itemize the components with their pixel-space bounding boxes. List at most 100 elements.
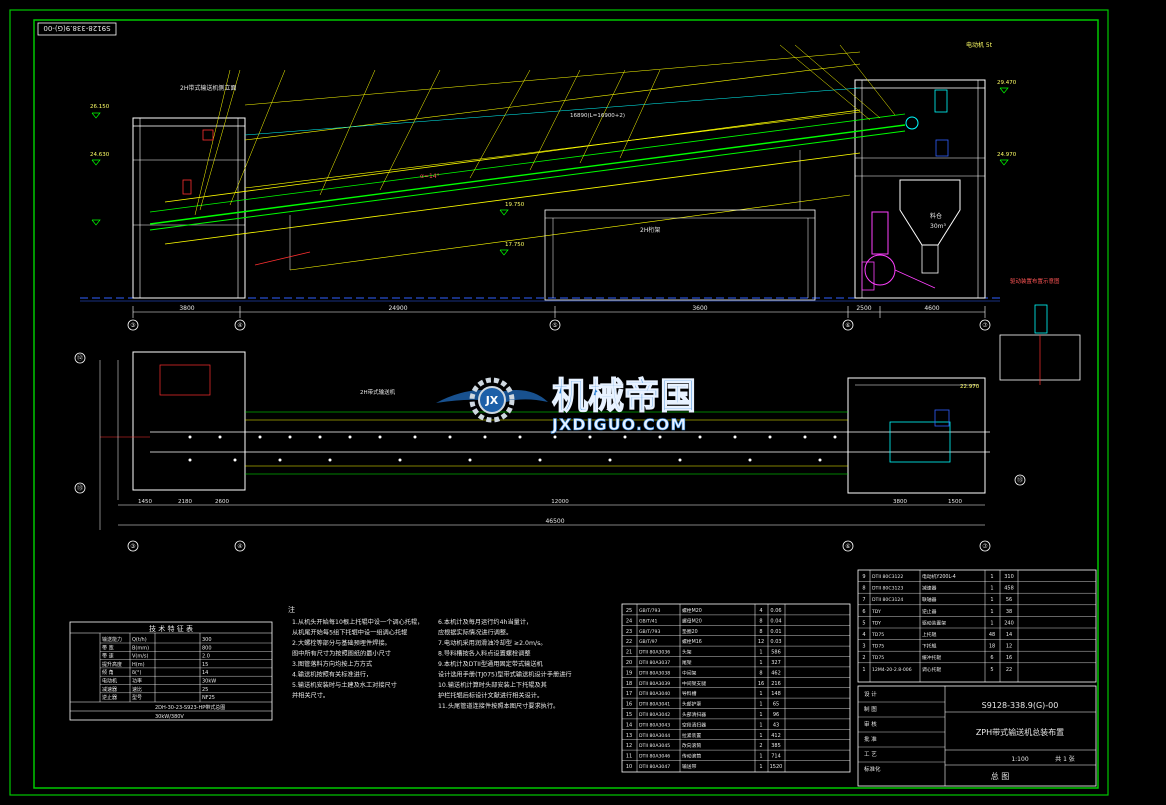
note-line: 设计选用手册(TJ075)型带式输送机设计手册进行 — [438, 671, 572, 679]
head-pulley — [905, 116, 919, 130]
tail-tower — [132, 117, 246, 299]
part-weight: 0.04 — [770, 618, 781, 624]
head-gear — [935, 139, 949, 157]
watermark-en: JXDIGUO.COM — [551, 415, 687, 434]
part-weight: 714 — [771, 754, 781, 760]
part-name: 逆止器 — [922, 608, 937, 615]
part-weight: 56 — [1006, 597, 1012, 603]
elev-top-label: 26.150 — [90, 104, 110, 110]
tech-row-name: 带 宽 — [102, 644, 114, 651]
part-qty: 1 — [759, 712, 762, 718]
side-view-label: 2H带式输送机侧立面 — [180, 84, 236, 92]
note-line: 4.输送机按照有关标准进行， — [292, 671, 372, 679]
axis-7-top: ⑦ — [982, 322, 988, 329]
tech-row-value: NF25 — [202, 695, 215, 701]
part-name: 头部护罩 — [682, 701, 701, 708]
part-qty: 6 — [990, 655, 993, 661]
title-code: S9128-338.9(G)-00 — [982, 701, 1059, 710]
dim-top-4: 2500 — [856, 305, 871, 312]
part-qty: 8 — [759, 618, 762, 624]
part-number: 10 — [626, 764, 632, 770]
tech-row-value: 800 — [202, 645, 212, 651]
part-weight: 12 — [1006, 644, 1012, 650]
note-line: 从机尾开始每5组下托辊中设一组调心托辊 — [292, 629, 407, 637]
tech-row-name: 减速器 — [102, 686, 117, 693]
gallery-floor — [289, 194, 851, 271]
part-qty: 1 — [990, 597, 993, 603]
part-code: TDY — [871, 609, 881, 615]
plan-label: 2H带式输送机 — [360, 388, 396, 396]
part-code: DTII 80A3046 — [639, 754, 670, 760]
part-weight: 96 — [773, 712, 779, 718]
part-name: 头架 — [682, 649, 692, 656]
part-weight: 1520 — [770, 764, 783, 770]
part-qty: 18 — [989, 644, 995, 650]
note-line: 11.头尾管道连接件按照本图尺寸要求执行。 — [438, 702, 559, 710]
elev-head-top-label: 29.470 — [997, 80, 1017, 86]
part-number: 2 — [862, 655, 865, 661]
part-weight: 0.03 — [770, 639, 781, 645]
title-row-label: 批 准 — [864, 735, 877, 743]
dim-bot-1: 1450 — [138, 499, 152, 505]
part-name: 空段清扫器 — [682, 721, 706, 728]
watermark-gear-core — [478, 386, 506, 414]
part-number: 22 — [626, 639, 632, 645]
part-number: 11 — [626, 754, 632, 760]
dim-top-5: 4600 — [924, 305, 939, 312]
part-qty: 1 — [759, 650, 762, 656]
part-number: 7 — [862, 597, 865, 603]
belt-lower — [149, 130, 906, 231]
part-name: 导料槽 — [682, 690, 697, 697]
axis-12: ⑫ — [77, 354, 83, 362]
tech-row-value: 25 — [202, 687, 208, 693]
dim-bot-5: 12000 — [551, 499, 569, 505]
part-number: 6 — [862, 609, 865, 615]
title-row-label: 标准化 — [864, 765, 881, 773]
title-row-label: 工 艺 — [864, 751, 877, 758]
red-marker-1 — [202, 129, 214, 141]
elev-b-label: 17.750 — [505, 242, 525, 248]
part-number: 3 — [862, 644, 865, 650]
note-line: 3.图管落料方向均按上方方式 — [292, 660, 372, 668]
axis-7-bot: ⑦ — [982, 543, 988, 550]
dim-ticks-top — [132, 306, 986, 318]
part-name: 电动机Y200L-4 — [922, 573, 956, 580]
part-code: DTII 80A3044 — [639, 733, 670, 739]
elev-tail-label: 24.630 — [90, 152, 110, 158]
part-number: 18 — [626, 681, 632, 687]
part-weight: 16 — [1006, 655, 1012, 661]
dim-incline-b — [244, 51, 861, 106]
part-code: DTII 80A3037 — [639, 660, 670, 666]
tech-row-value: 30kW — [202, 679, 216, 685]
part-number: 20 — [626, 660, 632, 666]
part-weight: 22 — [1006, 667, 1012, 673]
part-number: 4 — [862, 632, 865, 638]
dim-bot-6: 3800 — [893, 499, 907, 505]
part-name: 垫圈20 — [682, 628, 698, 635]
belt-cover — [149, 113, 906, 213]
part-code: DTII 80A3039 — [639, 681, 670, 687]
note-line: 护栏托辊后标设计文献进行相关设计。 — [438, 692, 543, 700]
plan-elev-label: 22.970 — [960, 384, 980, 390]
head-drive-box — [934, 89, 948, 113]
outer-frame — [9, 9, 1109, 796]
plan-head-drive — [889, 421, 951, 463]
part-number: 1 — [862, 667, 865, 673]
part-qty: 8 — [759, 629, 762, 635]
gallery-roof-a — [244, 111, 861, 189]
part-number: 15 — [626, 712, 632, 718]
red-dim-line — [254, 251, 311, 266]
note-line: 应根据实际情况进行调整。 — [438, 629, 512, 637]
part-name: 中间架支腿 — [682, 680, 706, 687]
part-qty: 1 — [759, 754, 762, 760]
axis-6-bot: ⑥ — [845, 543, 850, 550]
part-code: 12M4-20-2.8-006 — [872, 667, 912, 673]
notes-title: 注 — [288, 605, 295, 614]
dim-incline-a — [244, 87, 861, 136]
axis-13: ⑬ — [77, 484, 83, 492]
part-weight: 65 — [773, 702, 779, 708]
plan-head-tower — [847, 377, 986, 494]
part-qty: 48 — [989, 632, 995, 638]
tech-row-unit: H(m) — [132, 662, 145, 668]
